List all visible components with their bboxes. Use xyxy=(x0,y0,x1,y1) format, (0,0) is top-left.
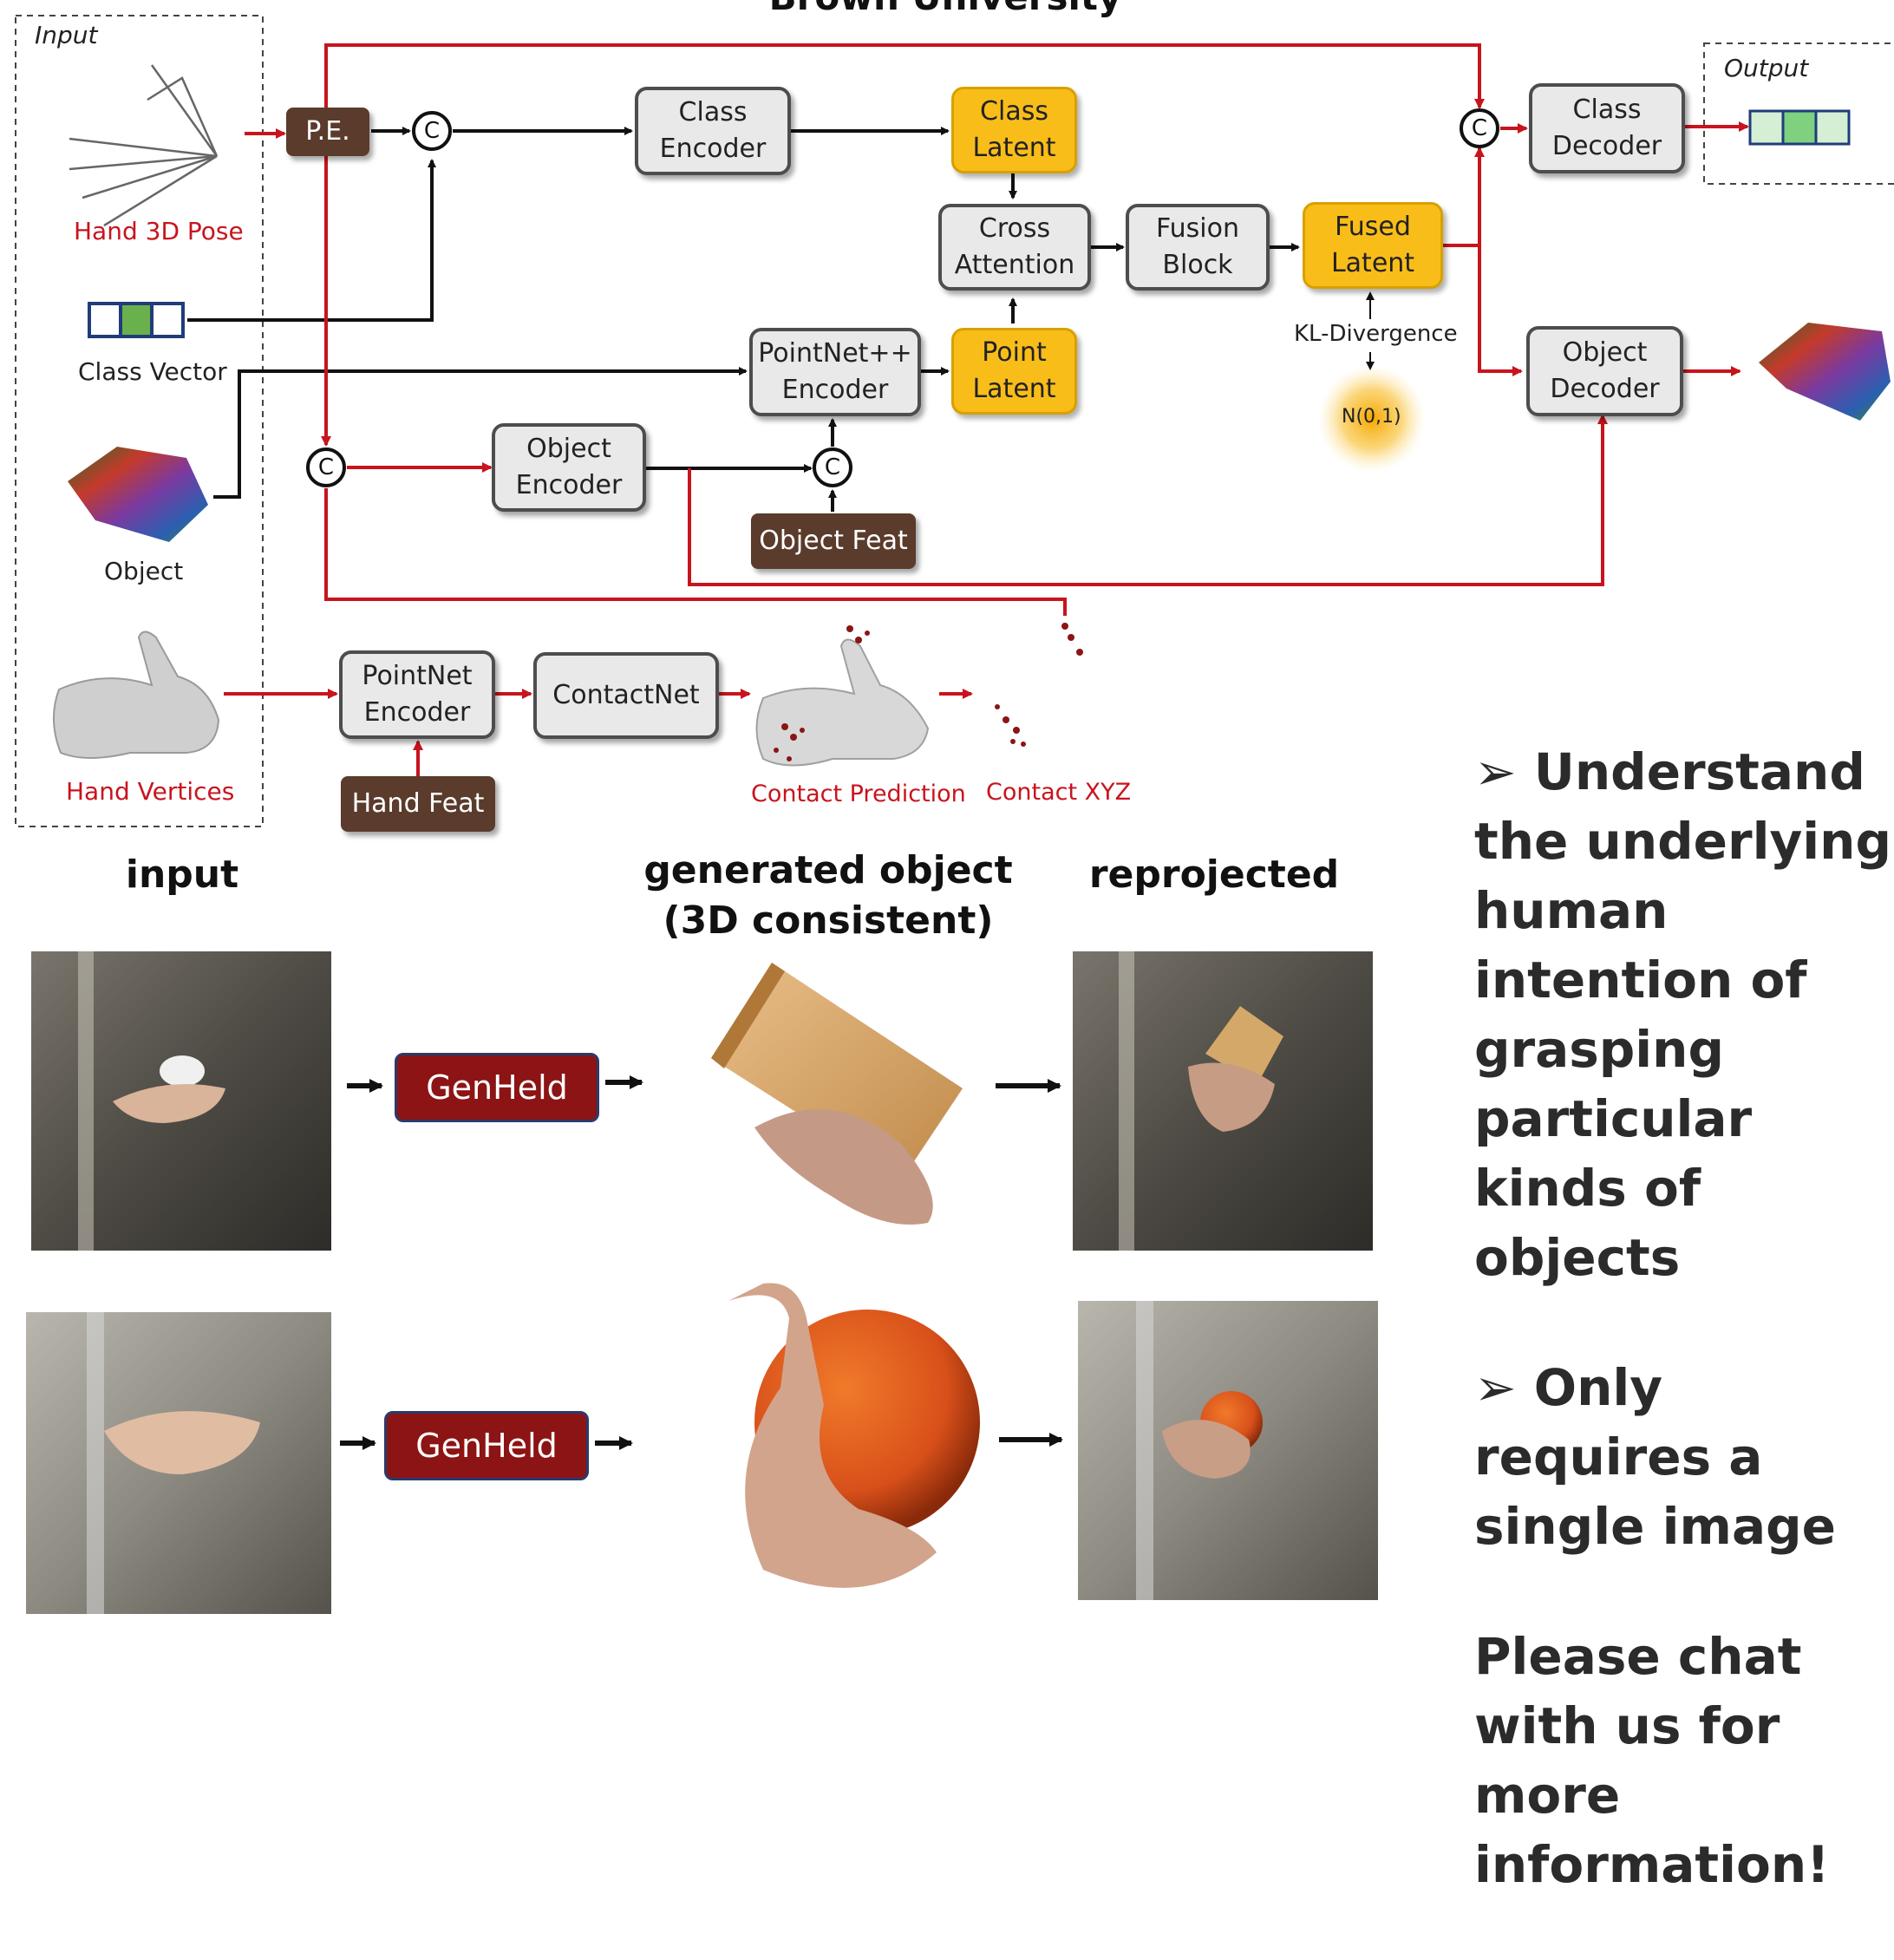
contact-points xyxy=(774,623,1083,761)
object-decoder-block: Object Decoder xyxy=(1526,326,1683,416)
hand-feat-block: Hand Feat xyxy=(341,776,495,832)
normal-distribution-label: N(0,1) xyxy=(1342,406,1401,428)
architecture-diagram xyxy=(15,15,1894,1614)
point-latent-block: Point Latent xyxy=(951,328,1077,415)
object-point-cloud-output xyxy=(1759,323,1891,421)
hand-pose-label: Hand 3D Pose xyxy=(74,217,244,245)
contact-prediction-hand xyxy=(755,638,930,767)
held-object-1 xyxy=(160,1055,205,1087)
object-label: Object xyxy=(104,557,184,585)
output-frame-label: Output xyxy=(1724,54,1809,82)
genheld-block-2: GenHeld xyxy=(384,1411,589,1480)
class-vector-cells xyxy=(88,302,185,338)
class-decoder-block: Class Decoder xyxy=(1529,83,1685,173)
hand-pose-skeleton xyxy=(69,64,219,227)
column-header-generated: generated object (3D consistent) xyxy=(643,848,1013,943)
pointnet-encoder-block: PointNet Encoder xyxy=(339,650,495,739)
class-vector-label: Class Vector xyxy=(78,357,227,386)
header-partial-title: Brown University xyxy=(763,0,1127,23)
output-vector-cells xyxy=(1748,109,1851,146)
hand-vertices-shape xyxy=(52,630,220,759)
object-point-cloud-input xyxy=(68,447,208,542)
concat-node-1: C xyxy=(412,111,452,151)
normal-distribution-glow xyxy=(1318,365,1426,473)
class-encoder-block: Class Encoder xyxy=(635,87,791,175)
object-encoder-block: Object Encoder xyxy=(492,423,646,512)
bullet-list: ➢ Understand the underlying human intent… xyxy=(1474,737,1894,1960)
pointnetpp-encoder-block: PointNet++ Encoder xyxy=(749,328,921,416)
bullet-chat-with-us: Please chat with us for more information… xyxy=(1474,1627,1830,1894)
concat-node-2: C xyxy=(306,448,346,487)
concat-node-4: C xyxy=(1460,108,1499,148)
contactnet-block: ContactNet xyxy=(533,652,719,739)
column-header-input: input xyxy=(125,853,239,897)
contact-prediction-label: Contact Prediction xyxy=(751,781,966,807)
column-header-reprojected: reprojected xyxy=(1088,853,1340,897)
hand-vertices-label: Hand Vertices xyxy=(66,777,235,806)
input-frame-label: Input xyxy=(35,21,98,49)
bullet-understand-intention: ➢ Understand the underlying human intent… xyxy=(1474,742,1891,1287)
bullet-single-image: ➢ Only requires a single image xyxy=(1474,1358,1836,1556)
object-feat-block: Object Feat xyxy=(751,513,916,569)
generated-wood-block xyxy=(711,963,963,1179)
concat-node-3: C xyxy=(813,448,852,487)
class-latent-block: Class Latent xyxy=(951,87,1077,173)
kl-divergence-label: KL-Divergence xyxy=(1294,321,1458,347)
contact-xyz-label: Contact XYZ xyxy=(986,779,1132,806)
fused-latent-block: Fused Latent xyxy=(1303,202,1443,289)
fusion-block: Fusion Block xyxy=(1126,204,1270,291)
genheld-block-1: GenHeld xyxy=(395,1053,599,1122)
pe-block: P.E. xyxy=(286,108,369,156)
cross-attention-block: Cross Attention xyxy=(938,204,1091,291)
